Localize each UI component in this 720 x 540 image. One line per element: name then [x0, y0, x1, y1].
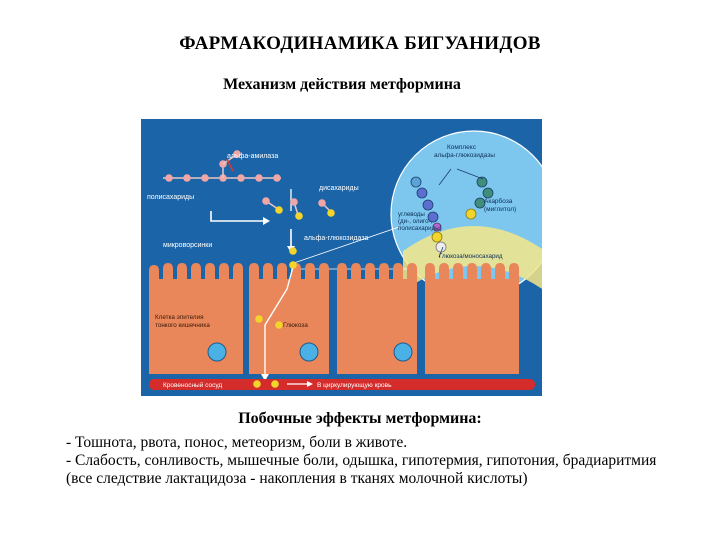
label-carbs-line2: (ди-, олиго-,: [398, 218, 433, 225]
label-acarbose-line2: (миглитол): [484, 206, 516, 213]
page-title: ФАРМАКОДИНАМИКА БИГУАНИДОВ: [179, 33, 541, 54]
cell-nuclei: [207, 342, 413, 362]
blood-vessel-glucose: [253, 380, 313, 388]
amylase-marker: [226, 158, 234, 172]
mechanism-diagram: Комплекс альфа-глюкозидазы Акарбоза (миг…: [141, 119, 542, 396]
label-disaccharides: дисахариды: [319, 185, 359, 192]
page-subtitle: Механизм действия метформина: [223, 76, 461, 93]
enzyme-complex-beads: [410, 168, 494, 258]
label-microvilli: микроворсинки: [163, 242, 212, 249]
polysaccharide-chain: [163, 150, 281, 182]
label-complex-line2: альфа-глюкозидазы: [434, 152, 495, 159]
disaccharide-pairs: [262, 197, 335, 220]
glucose-transport: [255, 247, 297, 381]
flow-arrowhead-1: [263, 217, 270, 225]
label-glucose-mono: Глюкоза/моносахарид: [439, 253, 503, 260]
label-alpha-glucosidase: альфа-глюкозидаза: [304, 235, 369, 242]
zoom-connector-top: [290, 226, 400, 265]
side-effect-item: - Слабость, сонливость, мышечные боли, о…: [66, 452, 657, 487]
label-blood-vessel: Кровеносный сосуд: [163, 381, 222, 389]
label-to-circulation: В циркулирующую кровь: [317, 382, 392, 389]
label-cell-line2: тонкого кишечника: [155, 322, 210, 329]
label-acarbose-line1: Акарбоза: [484, 197, 513, 205]
label-carbs-line3: полисахариды): [398, 225, 442, 232]
side-effects-heading: Побочные эффекты метформина:: [238, 410, 482, 427]
mechanism-figure: Комплекс альфа-глюкозидазы Акарбоза (миг…: [141, 119, 542, 396]
side-effect-item: - Тошнота, рвота, понос, метеоризм, боли…: [66, 434, 408, 451]
label-complex-line1: Комплекс: [447, 144, 477, 151]
label-carbs-line1: углеводы: [398, 211, 425, 218]
label-cell-line1: Клетка эпителия: [155, 314, 204, 321]
side-effects-list: - Тошнота, рвота, понос, метеоризм, боли…: [66, 434, 666, 488]
blood-vessel: [149, 379, 535, 390]
flow-arrow-1: [210, 211, 263, 222]
label-glucose: Глюкоза: [283, 322, 308, 329]
label-alpha-amylase: альфа-амилаза: [227, 153, 278, 160]
label-polysaccharides: полисахариды: [147, 194, 194, 201]
zoom-membrane: [403, 226, 542, 291]
